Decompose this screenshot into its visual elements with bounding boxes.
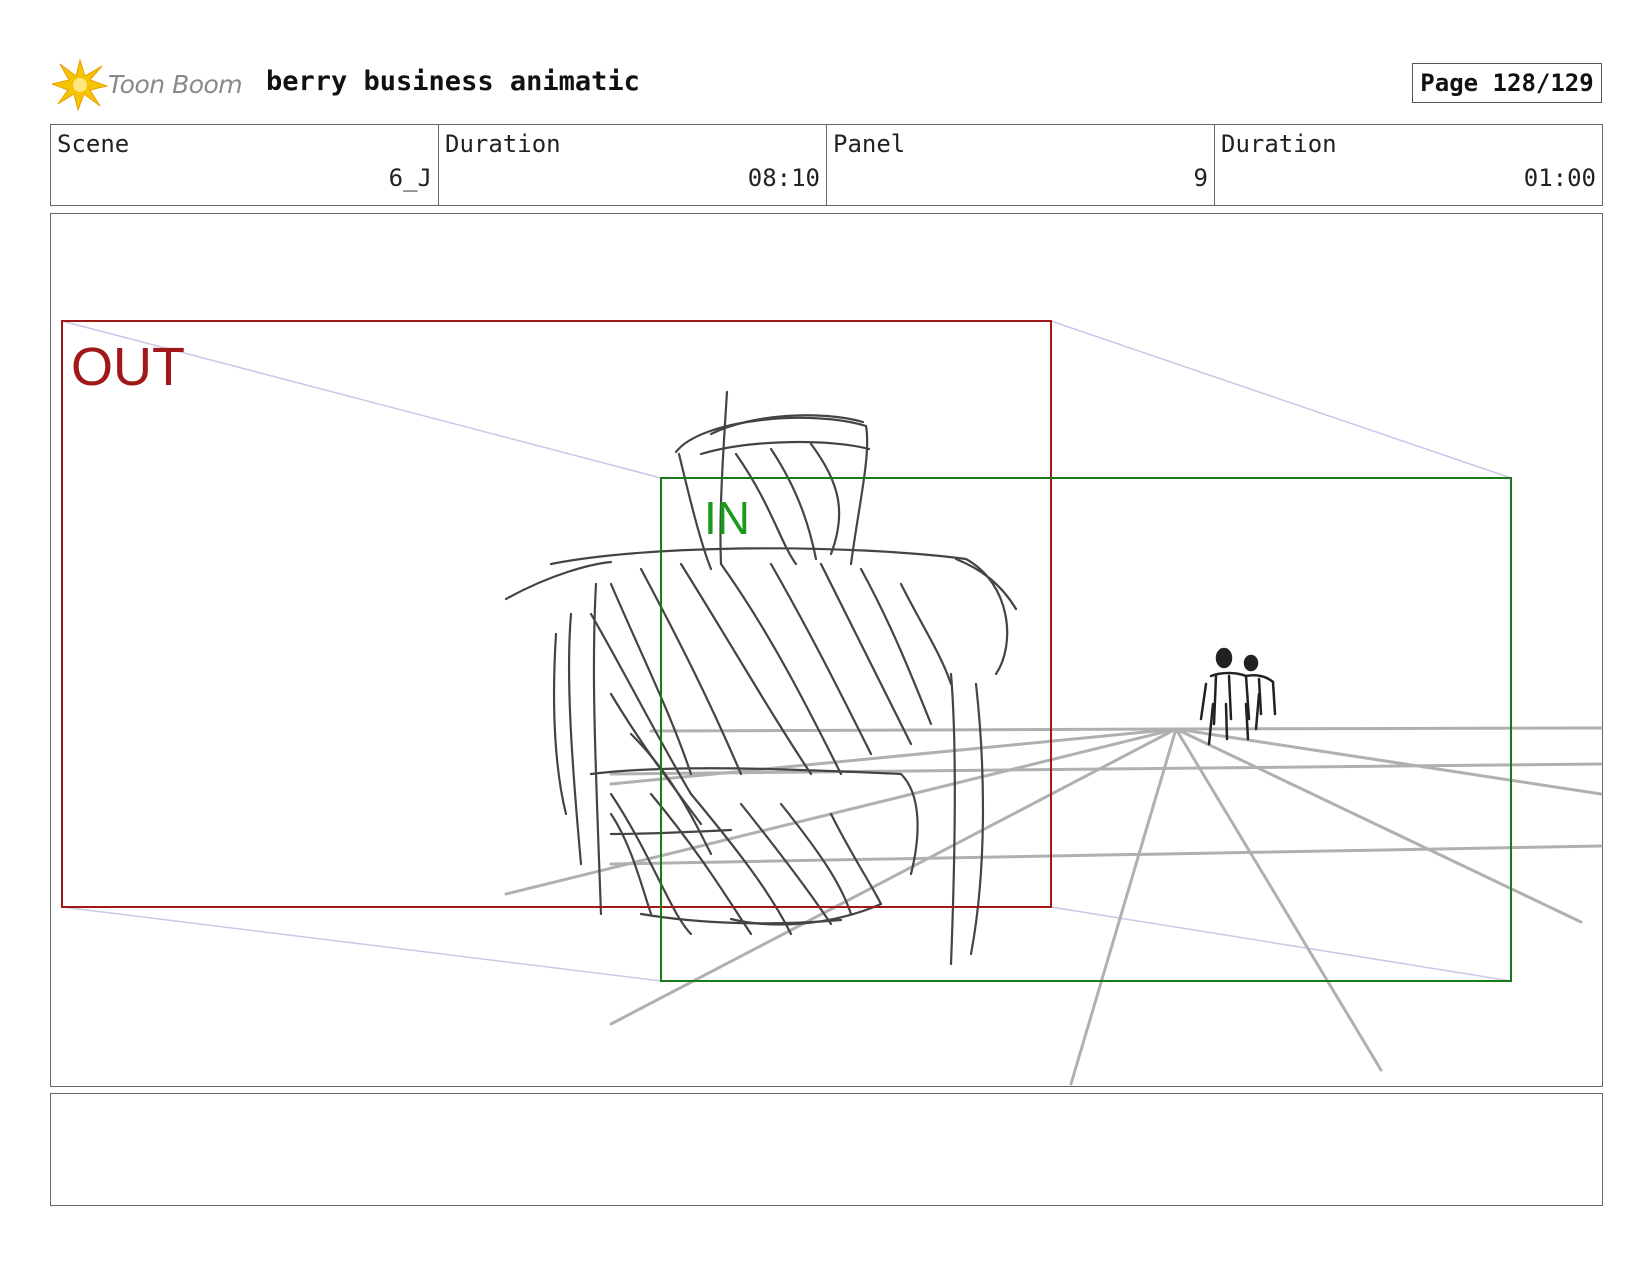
page-indicator: Page 128/129: [1412, 63, 1602, 103]
large-figure-sketch: [504, 390, 1018, 966]
camera-in-frame: [660, 477, 1512, 982]
starburst-icon: [52, 58, 108, 112]
logo-text: Toon Boom: [108, 70, 243, 99]
scene-value: 6_J: [388, 164, 432, 192]
panel-value: 9: [1193, 164, 1208, 192]
panel-duration-value: 01:00: [1523, 164, 1596, 192]
panel-cell: Panel 9: [827, 125, 1215, 205]
panel-label: Panel: [833, 130, 906, 158]
scene-duration-cell: Duration 08:10: [439, 125, 827, 205]
project-title: berry business animatic: [266, 66, 640, 97]
floor-perspective-lines: [504, 726, 1603, 1086]
camera-out-label: OUT: [71, 337, 185, 397]
storyboard-panel: OUT IN: [50, 213, 1603, 1087]
small-figures-sketch: [1199, 647, 1277, 746]
scene-duration-label: Duration: [445, 130, 561, 158]
camera-in-label: IN: [704, 492, 750, 544]
scene-cell: Scene 6_J: [51, 125, 439, 205]
panel-drawing: [61, 320, 1603, 1086]
panel-duration-cell: Duration 01:00: [1215, 125, 1602, 205]
panel-duration-label: Duration: [1221, 130, 1337, 158]
scene-label: Scene: [57, 130, 130, 158]
toon-boom-logo: Toon Boom: [52, 58, 252, 112]
camera-perspective-guides: [61, 320, 1512, 982]
camera-out-frame: [61, 320, 1052, 908]
caption-box: [50, 1093, 1603, 1206]
scene-duration-value: 08:10: [747, 164, 820, 192]
scene-info-row: Scene 6_J Duration 08:10 Panel 9 Duratio…: [50, 124, 1603, 206]
